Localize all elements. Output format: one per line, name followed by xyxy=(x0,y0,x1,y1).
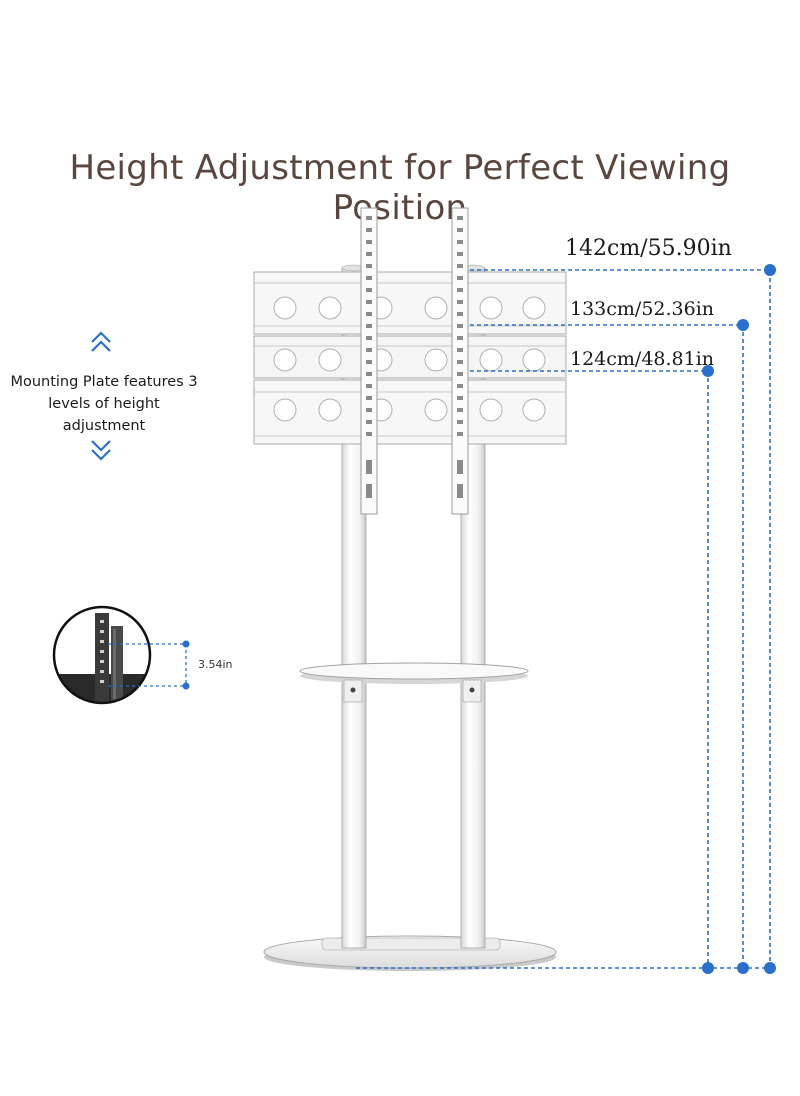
dimension-label-124: 124cm/48.81in xyxy=(570,348,715,370)
plate-row-bottom xyxy=(253,379,567,445)
mounting-plate-note: Mounting Plate features 3 levels of heig… xyxy=(6,371,202,437)
dimension-label-142: 142cm/55.90in xyxy=(565,236,732,261)
stand-shelf xyxy=(299,662,529,703)
dimension-dot xyxy=(764,264,776,276)
dimension-label-133: 133cm/52.36in xyxy=(570,298,715,320)
dimension-line-142 xyxy=(470,269,771,968)
dimension-dot xyxy=(764,962,776,974)
mounting-plate-note-line-1: Mounting Plate features 3 xyxy=(10,374,198,390)
mounting-plate-note-line-2: levels of height adjustment xyxy=(48,396,160,434)
page-title: Height Adjustment for Perfect Viewing Po… xyxy=(69,148,731,228)
inset-closeup xyxy=(52,605,152,705)
vesa-brackets xyxy=(360,207,469,515)
dimension-dot xyxy=(702,962,714,974)
double-chevron-up-icon xyxy=(91,331,111,352)
dimension-endpoints xyxy=(702,264,776,974)
stand-base xyxy=(263,935,557,971)
dimension-dot xyxy=(702,365,714,377)
mounting-plates xyxy=(253,271,567,445)
inset-dimension-guides xyxy=(108,643,187,687)
inset-dimension-endpoints xyxy=(182,640,190,690)
double-chevron-down-icon xyxy=(91,440,111,461)
inset-dimension-label: 3.54in xyxy=(198,658,233,671)
plate-row-top xyxy=(253,271,567,335)
dimension-dot xyxy=(737,319,749,331)
dimension-dot xyxy=(737,962,749,974)
